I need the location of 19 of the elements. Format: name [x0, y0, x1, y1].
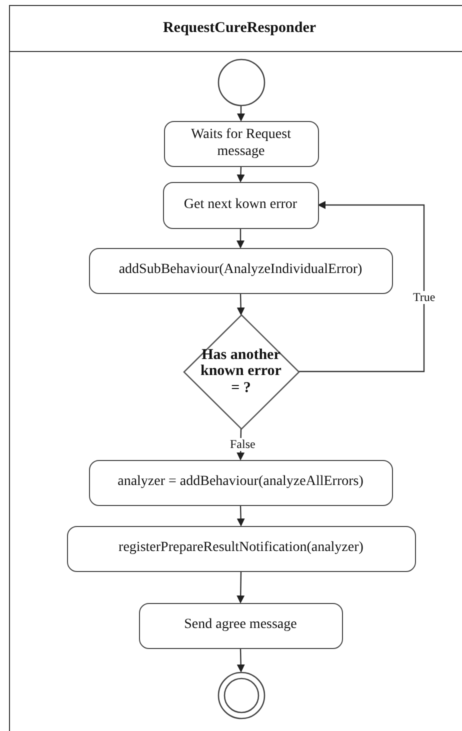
swimlane-title: RequestCureResponder [10, 6, 462, 52]
arrow [298, 201, 425, 372]
action-box: registerPrepareResultNotification(analyzer) [66, 526, 416, 572]
edge-label: False [229, 438, 256, 452]
arrow [236, 166, 245, 182]
action-box: addSubBehaviour(AnalyzeIndividualError) [88, 248, 392, 294]
swimlane-frame [9, 5, 462, 731]
action-box: analyzer = addBehaviour(analyzeAllErrors) [88, 460, 392, 506]
arrow [236, 228, 244, 248]
action-box: Get next kown error [162, 182, 318, 228]
action-box: Waits for Request message [164, 120, 318, 166]
arrow [236, 293, 245, 316]
arrow [236, 648, 245, 672]
action-box: Send agree message [138, 602, 342, 648]
arrow [237, 106, 245, 122]
arrow [236, 571, 245, 604]
edge-label: True [412, 291, 436, 304]
decision-text: Has another known error = ? [200, 346, 282, 396]
arrow [236, 505, 245, 526]
